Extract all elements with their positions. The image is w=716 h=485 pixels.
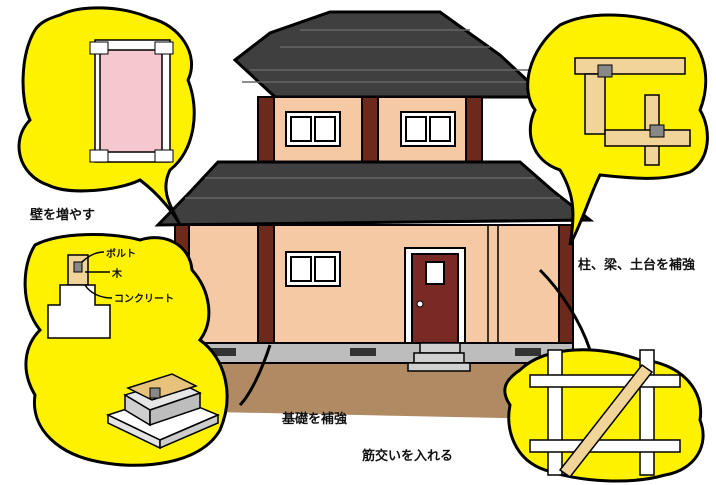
foundation-strip (174, 342, 574, 364)
bubble-wall (17, 6, 196, 226)
upper-window-right (400, 111, 456, 147)
upper-roof (232, 10, 549, 99)
upper-window-left (285, 111, 341, 147)
label-bolt: ボルト (106, 249, 136, 260)
front-door (404, 247, 466, 344)
entrance-steps (407, 342, 471, 372)
bubble-joints (526, 13, 709, 246)
lower-roof (154, 160, 595, 227)
label-wood: 木 (112, 269, 122, 280)
upper-floor (257, 96, 483, 163)
bubble-foundation (23, 233, 272, 467)
bolt-label-arrows (81, 251, 113, 299)
label-add-walls: 壁を増やす (30, 208, 96, 223)
label-reinforce-foundation: 基礎を補強 (282, 412, 348, 427)
lower-window (285, 251, 341, 287)
lower-floor (174, 224, 574, 344)
bubble-brace (503, 268, 705, 483)
label-reinforce-pillars-beams-sills: 柱、梁、土台を補強 (578, 258, 696, 273)
label-concrete: コンクリート (114, 294, 174, 305)
label-add-braces: 筋交いを入れる (362, 449, 454, 464)
